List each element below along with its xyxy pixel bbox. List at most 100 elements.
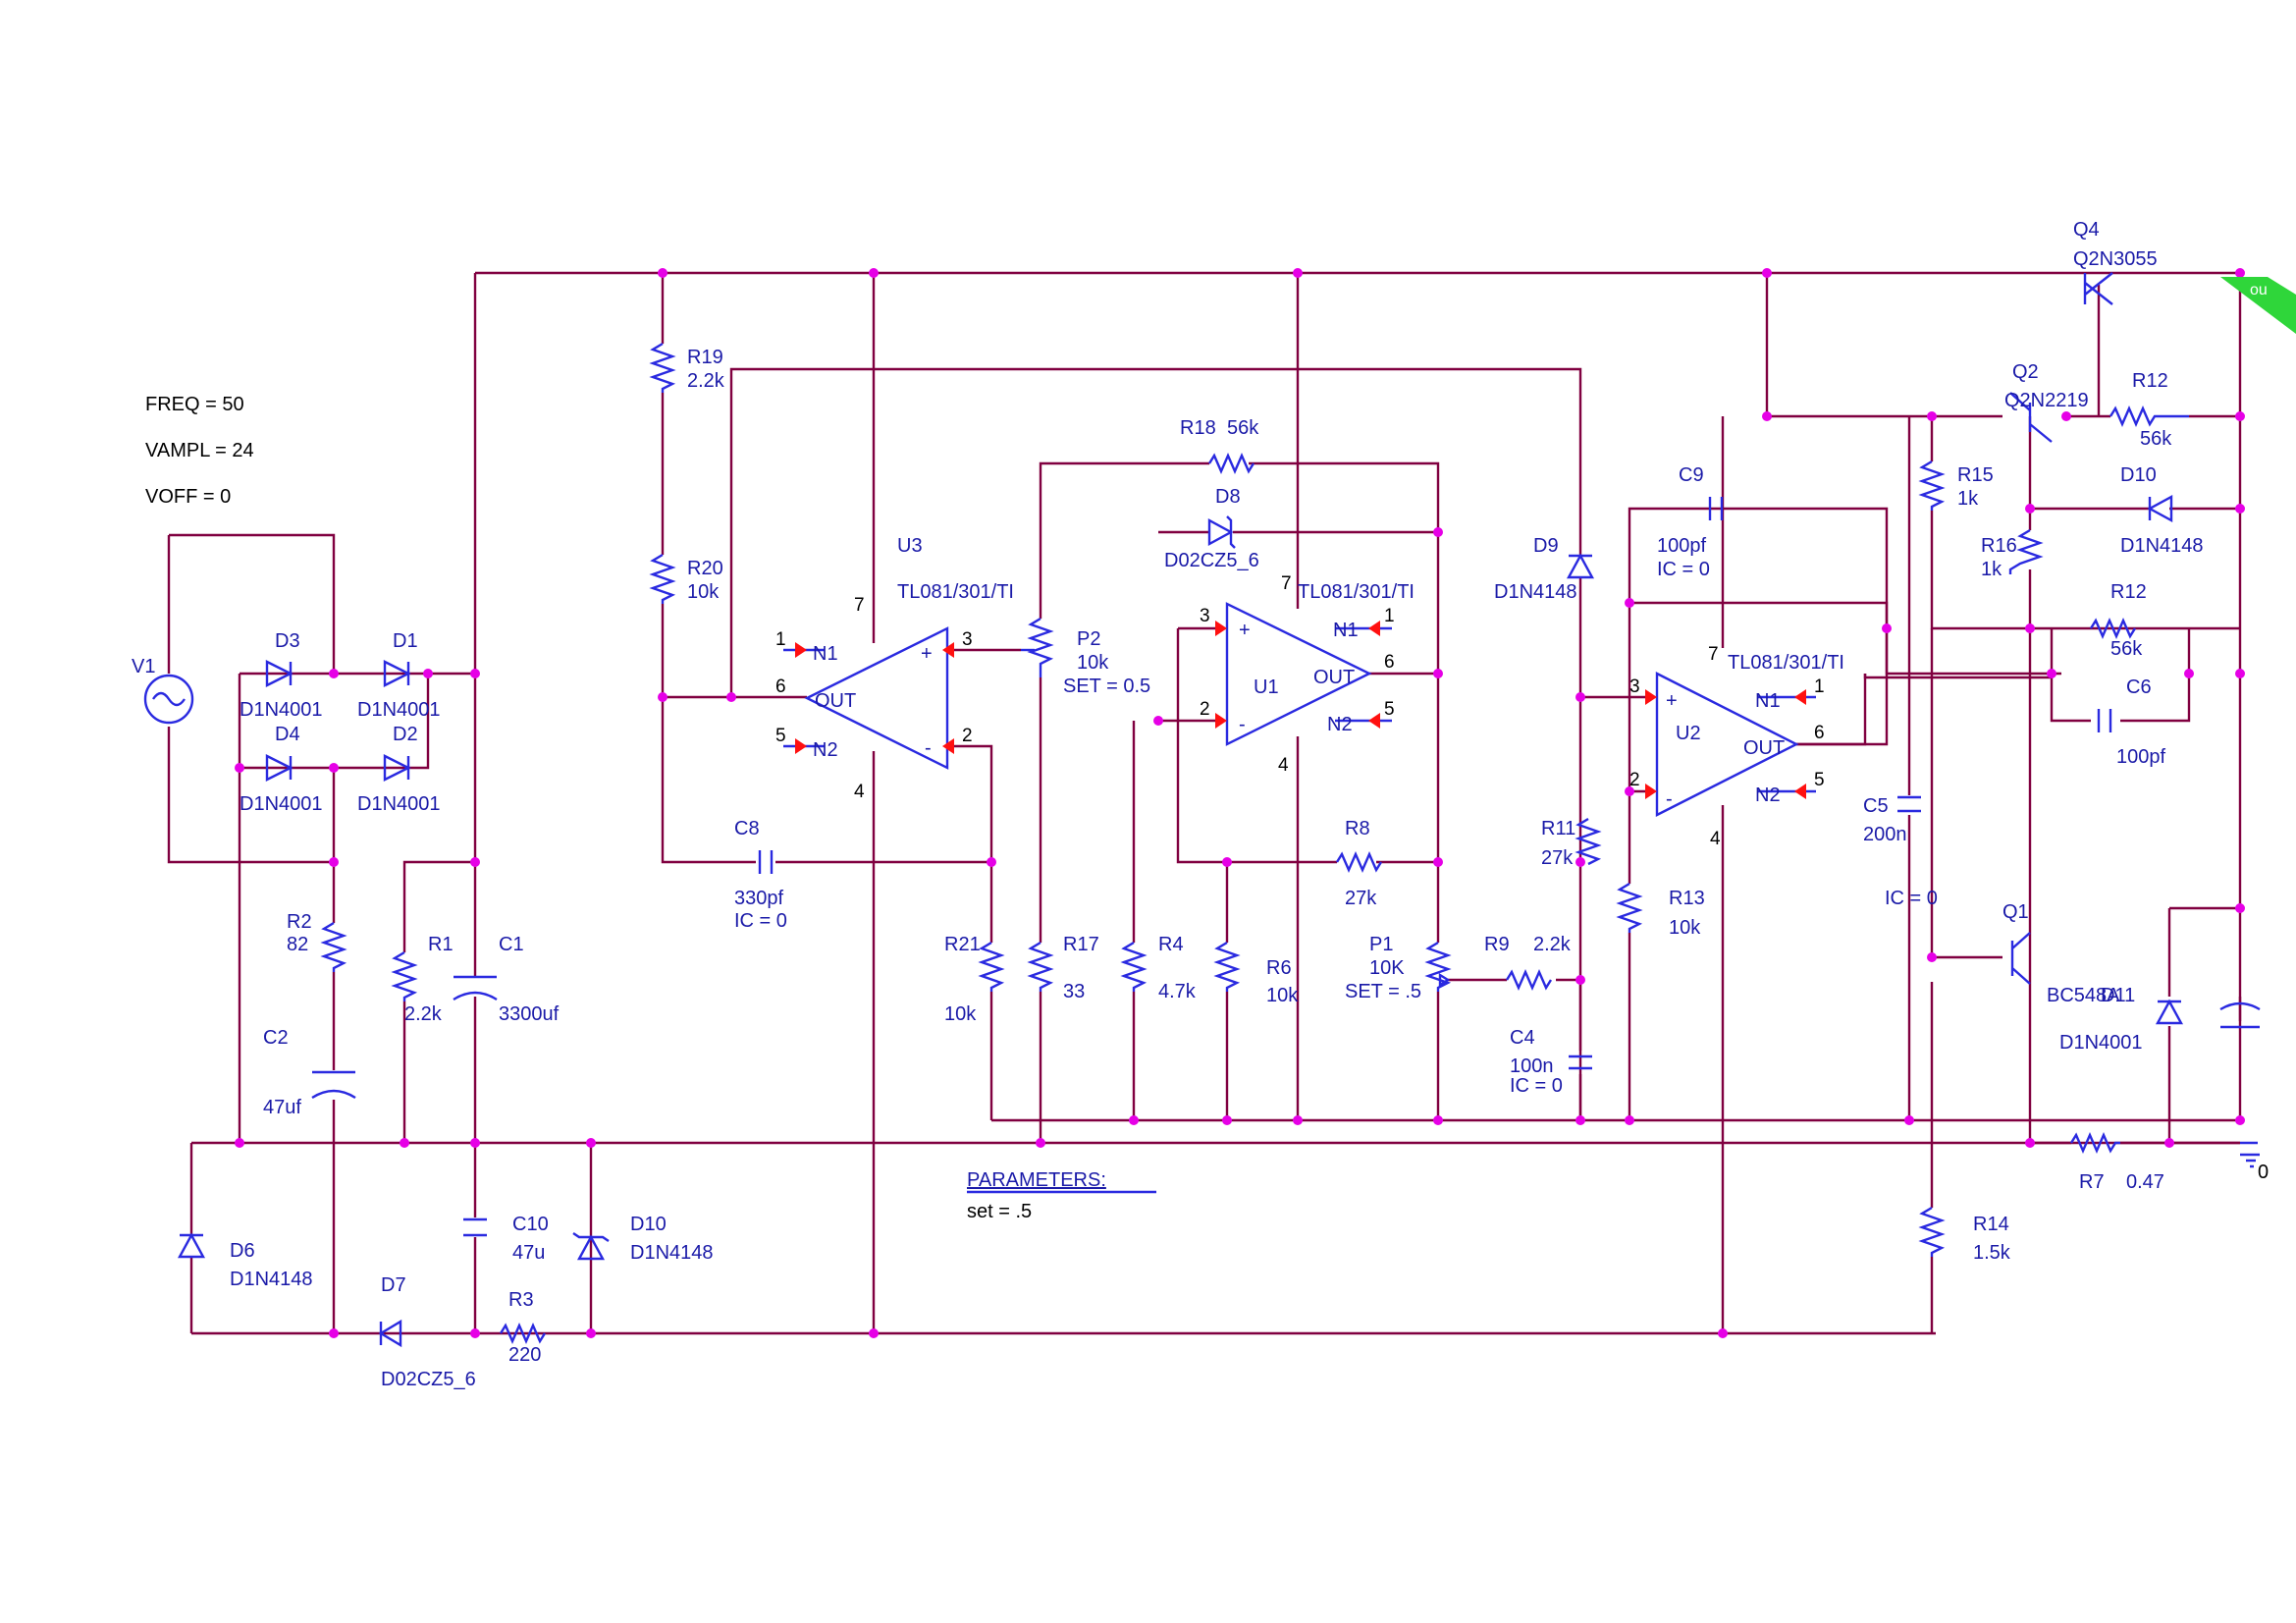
opamp-u3[interactable]: N1 N2 OUT + - 1 5 6 3 2 7 4 U3 TL081/301…: [775, 535, 1014, 802]
capacitor-c8[interactable]: C8 330pf IC = 0: [734, 818, 787, 932]
transistor-q2[interactable]: Q2 Q2N2219: [2004, 361, 2089, 443]
resistor-r13[interactable]: R15 1k: [1918, 460, 1994, 511]
u1-n2: N2: [1327, 714, 1353, 735]
resistor-r4[interactable]: R4 4.7k: [1120, 934, 1197, 1002]
resistor-r16[interactable]: R12 56k: [2109, 370, 2189, 450]
diode-d1[interactable]: D1 D1N4001: [357, 630, 441, 721]
pot-p1[interactable]: P1 10K SET = .5: [1345, 934, 1452, 1002]
capacitor-c9[interactable]: C9 100pf IC = 0: [1657, 464, 1724, 580]
ac-source-v1[interactable]: V1: [132, 656, 194, 725]
resistor-r15[interactable]: R16 1k: [1981, 528, 2044, 580]
d11-ref: D11: [2101, 985, 2135, 1006]
v1-ref-label: V1: [132, 656, 155, 677]
resistor-r9[interactable]: R11 27k: [1541, 817, 1602, 869]
u3-minus: -: [925, 737, 932, 759]
u1-pin-4: 4: [1278, 755, 1289, 776]
junction-dot: [586, 1328, 596, 1338]
u3-pin-7: 7: [854, 595, 865, 616]
resistor-r3[interactable]: R3 220: [499, 1289, 547, 1366]
u2-plus: +: [1666, 690, 1678, 712]
resistor-r8[interactable]: R9 2.2k: [1484, 934, 1572, 991]
capacitor-c5[interactable]: C5 200n IC = 0: [1863, 795, 1938, 909]
junction-dot: [470, 857, 480, 867]
wire-c8-left: [661, 697, 756, 864]
junction-dot: [1625, 786, 1634, 796]
diode-d9[interactable]: D9 D1N4148: [1494, 535, 1595, 603]
resistor-icon: [1918, 1206, 1946, 1257]
resistor-icon: [2069, 1132, 2120, 1154]
capacitor-icon: [2097, 709, 2112, 732]
zener-d7[interactable]: D10 D1N4148: [572, 1214, 714, 1264]
d1-ref: D1: [393, 630, 418, 652]
p2-set: SET = 0.5: [1063, 676, 1150, 697]
opamp-triangle-icon: [1225, 602, 1372, 746]
junction-dot: [2235, 669, 2245, 678]
resistor-r20[interactable]: R20 10k: [649, 553, 723, 604]
junction-dot: [658, 268, 667, 278]
wire-bridge-bottom-right: [334, 674, 430, 770]
diode-d5[interactable]: D6 D1N4148: [177, 1232, 313, 1290]
transistor-q4[interactable]: Q4 Q2N3055: [2073, 219, 2158, 305]
d11-value: D1N4001: [2059, 1032, 2143, 1054]
resistor-r14[interactable]: R14 1.5k: [1918, 1206, 2011, 1264]
junction-dot: [2184, 669, 2194, 678]
resistor-r21[interactable]: R21 10k: [944, 934, 1005, 1025]
resistor-r7[interactable]: R7 0.47: [2069, 1132, 2164, 1193]
capacitor-c10[interactable]: C10 47u: [463, 1214, 549, 1264]
resistor-icon: [1616, 882, 1643, 933]
capacitor-c2[interactable]: C2 47uf: [263, 1027, 356, 1118]
r7-value: 0.47: [2126, 1171, 2164, 1193]
u1-pin-5: 5: [1384, 699, 1395, 720]
capacitor-icon: [1569, 1055, 1592, 1070]
opamp-u1[interactable]: + - N1 N2 OUT U1 TL081/301/TI 3 2 1 5 6 …: [1200, 573, 1415, 776]
r15-value: 1k: [1981, 559, 2002, 580]
r6-ref: R6: [1266, 957, 1292, 979]
junction-dot: [1036, 1138, 1045, 1148]
resistor-r12[interactable]: R12 56k: [2089, 581, 2147, 660]
diode-d2[interactable]: D2 D1N4001: [357, 724, 441, 815]
r14-value: 1.5k: [1973, 1242, 2011, 1264]
resistor-icon: [2089, 618, 2137, 639]
parameters-block[interactable]: PARAMETERS: set = .5: [967, 1169, 1156, 1222]
u2-ref: U2: [1676, 723, 1701, 744]
resistor-r11[interactable]: R13 10k: [1616, 882, 1705, 939]
u2-n1: N1: [1755, 690, 1781, 712]
opamp-u2[interactable]: + - N1 N2 OUT U2 TL081/301/TI 3 2 1 5 6 …: [1629, 644, 1844, 849]
resistor-r5[interactable]: R8 27k: [1335, 818, 1383, 909]
capacitor-c1[interactable]: C1 3300uf: [453, 934, 560, 1025]
junction-dot: [235, 1138, 244, 1148]
capacitor-c4[interactable]: C4 100n IC = 0: [1510, 1027, 1592, 1097]
pot-p2[interactable]: P2 10k SET = 0.5: [1021, 617, 1150, 697]
diode-d11[interactable]: D11 D1N4001: [2059, 985, 2184, 1054]
junction-dot: [1433, 669, 1443, 678]
zener-d8[interactable]: D8 D02CZ5_6: [1164, 486, 1259, 571]
pot-icon: [1027, 617, 1054, 677]
c10-ref: C10: [512, 1214, 549, 1235]
r7-ref: R7: [2079, 1171, 2105, 1193]
resistor-r17[interactable]: R17 33: [1027, 934, 1099, 1002]
resistor-r6[interactable]: R6 10k: [1213, 941, 1299, 1006]
u3-value: TL081/301/TI: [897, 581, 1014, 603]
diode-d6[interactable]: D7 D02CZ5_6: [378, 1274, 476, 1390]
junction-dot: [470, 1328, 480, 1338]
resistor-icon: [1207, 453, 1255, 474]
diode-d4[interactable]: D4 D1N4001: [240, 724, 323, 815]
resistor-r19[interactable]: R19 2.2k: [649, 342, 725, 393]
d6-value: D02CZ5_6: [381, 1369, 476, 1390]
diode-d3[interactable]: D3 D1N4001: [240, 630, 323, 721]
transistor-q1[interactable]: Q1 BC548A: [2002, 901, 2120, 1006]
param-voff: VOFF = 0: [145, 486, 231, 508]
u3-plus: +: [921, 643, 933, 665]
pin-arrow-icon: [1215, 713, 1227, 729]
npn-transistor-icon: [2010, 932, 2031, 985]
diode-d10[interactable]: D10 D1N4148: [2120, 464, 2204, 557]
resistor-r1[interactable]: R1 2.2k: [391, 934, 454, 1025]
resistor-r18[interactable]: R18 56k: [1180, 417, 1259, 474]
resistor-icon: [320, 921, 347, 972]
u3-pin-4: 4: [854, 782, 865, 802]
junction-dot: [1575, 692, 1585, 702]
junction-dot: [1293, 1115, 1303, 1125]
resistor-r2[interactable]: R2 82: [287, 911, 347, 972]
diode-icon: [265, 754, 294, 782]
capacitor-c6[interactable]: C6 100pf: [2097, 676, 2165, 768]
